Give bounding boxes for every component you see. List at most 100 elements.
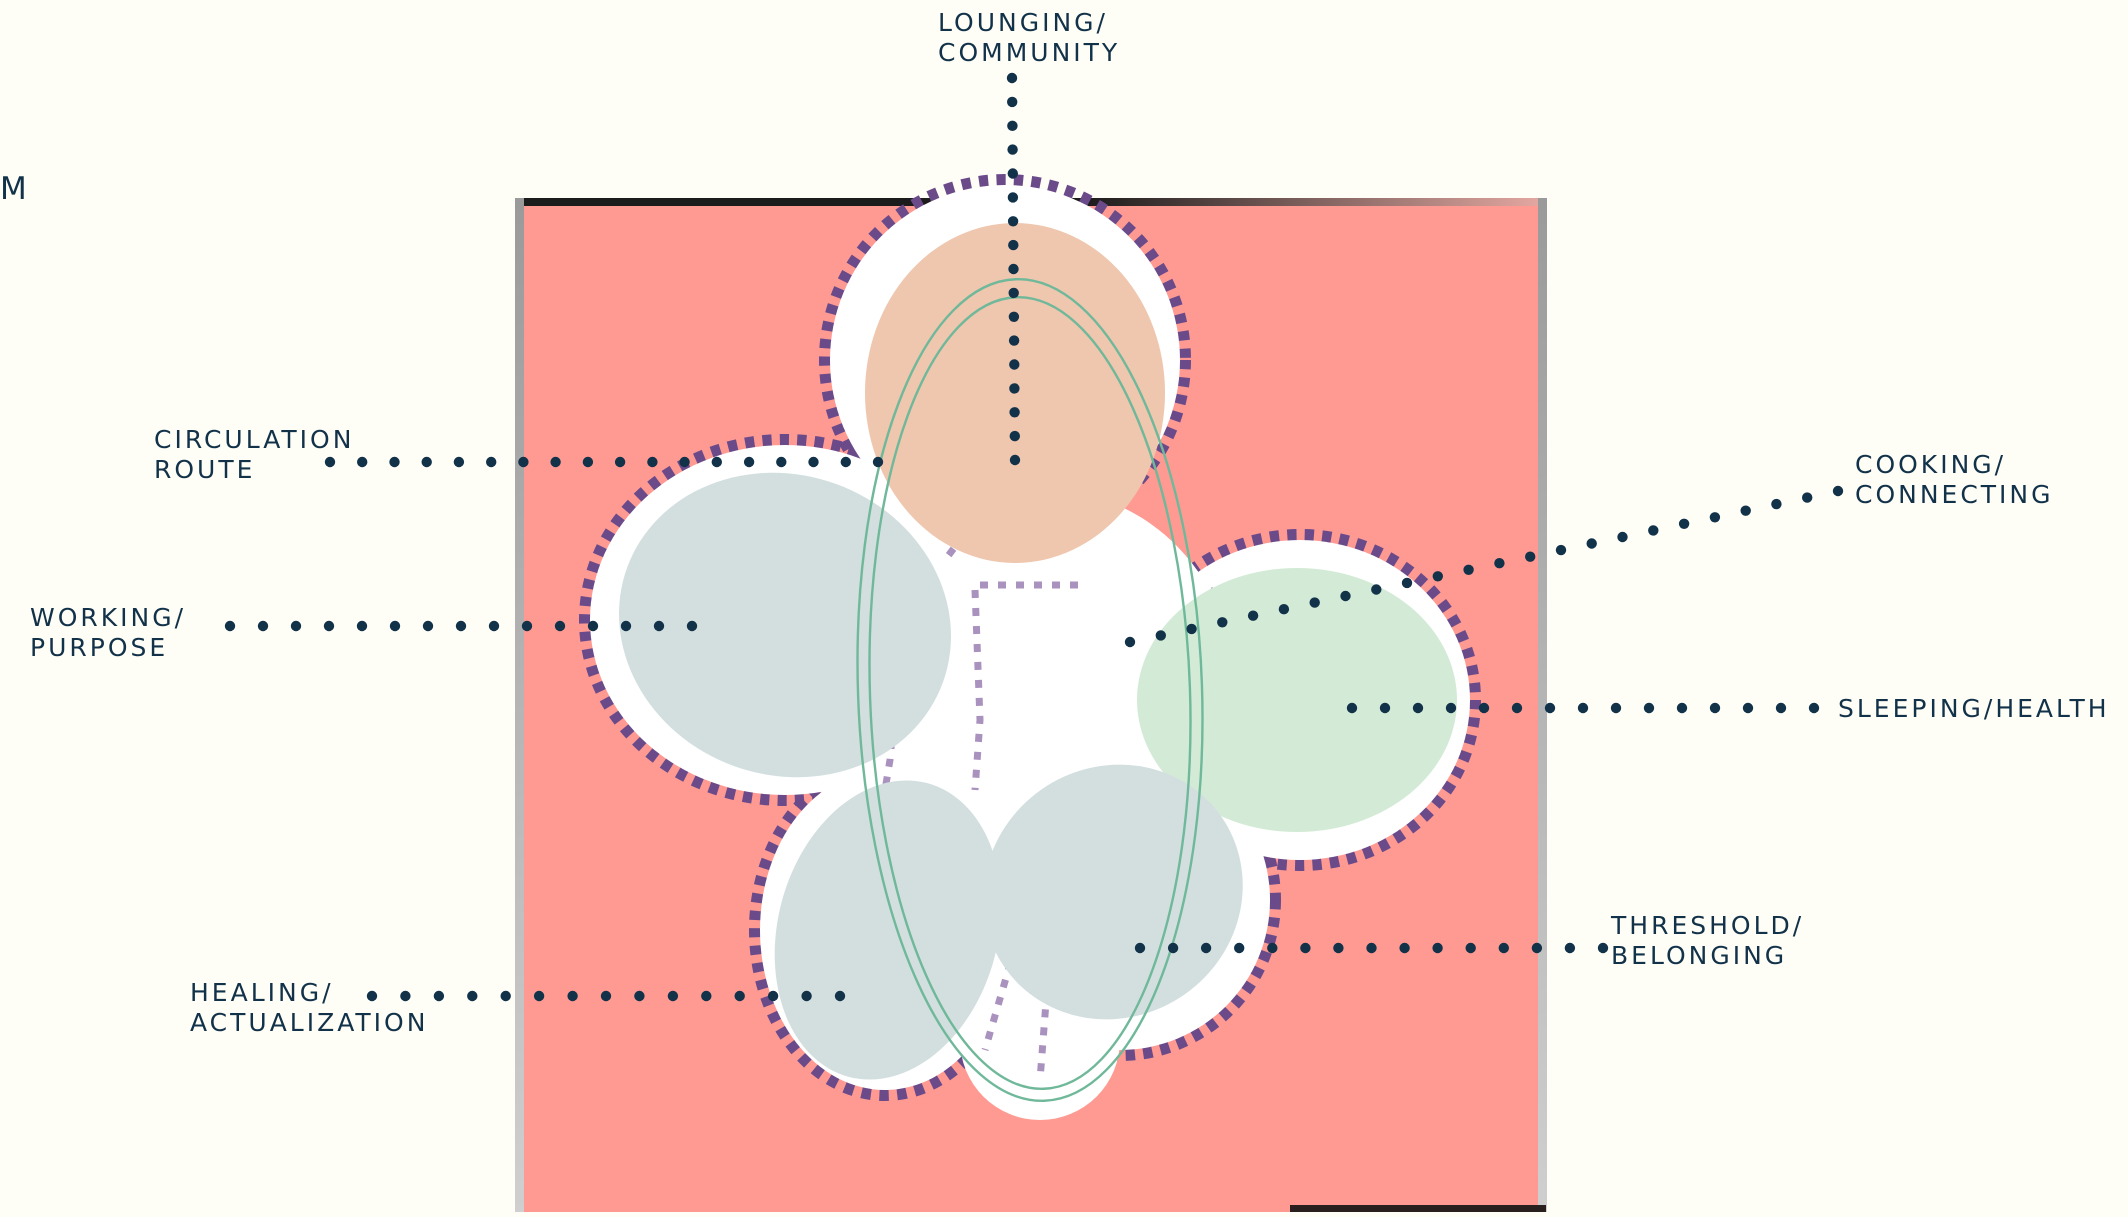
leader-dot: [872, 456, 884, 468]
edge-fragment-label: M: [0, 174, 27, 205]
leader-dot: [1643, 702, 1655, 714]
leader-dot: [1009, 454, 1021, 466]
threshold-label-line1: THRESHOLD/: [1611, 911, 1805, 940]
leader-dot: [1463, 564, 1474, 575]
leader-dot: [467, 990, 478, 1002]
leader-dot: [1234, 942, 1245, 954]
working-purpose-label: WORKING/ PURPOSE: [30, 603, 186, 663]
leader-dot: [1564, 942, 1576, 954]
leader-dot: [582, 456, 594, 468]
leader-dot: [356, 620, 368, 632]
healing-label-line2: ACTUALIZATION: [190, 1008, 429, 1037]
lounging-leader: [1006, 72, 1021, 466]
leader-dot: [486, 456, 497, 468]
leader-dot: [1597, 942, 1609, 954]
leader-dot: [1432, 571, 1444, 582]
leader-dot: [500, 990, 511, 1002]
leader-dot: [488, 620, 500, 632]
leader-dot: [1333, 942, 1344, 954]
leader-dot: [776, 456, 787, 468]
working-purpose-zone: [619, 472, 951, 778]
leader-dot: [422, 620, 434, 632]
leader-lines: [224, 72, 1844, 1002]
leader-dot: [1586, 538, 1597, 549]
leader-dot: [734, 990, 745, 1002]
leader-dot: [1278, 604, 1290, 615]
working-label-line2: PURPOSE: [30, 633, 169, 662]
leader-dot: [1006, 72, 1018, 84]
circulation-label-line1: CIRCULATION: [154, 425, 355, 454]
leader-dot: [701, 990, 712, 1002]
leader-dot: [1155, 630, 1167, 641]
leader-dot: [257, 620, 269, 632]
leader-dot: [521, 620, 533, 632]
leader-dot: [1340, 590, 1351, 602]
leader-dot: [421, 456, 432, 468]
leader-dot: [1742, 702, 1754, 714]
leader-dot: [1247, 610, 1259, 621]
cooking-sleeping-zone: [1137, 568, 1457, 832]
leader-dot: [801, 990, 812, 1002]
leader-dot: [686, 620, 698, 632]
leader-dot: [1300, 942, 1311, 954]
leader-dot: [1309, 597, 1320, 608]
leader-dot: [1009, 383, 1020, 394]
leader-dot: [1648, 525, 1659, 536]
lounging-community-label: LOUNGING/ COMMUNITY: [938, 8, 1120, 68]
leader-dot: [711, 456, 722, 468]
circulation-route-label: CIRCULATION ROUTE: [154, 425, 354, 485]
threshold-belonging-zone: [983, 764, 1243, 1020]
leader-dot: [518, 456, 529, 468]
leader-dot: [1399, 942, 1410, 954]
leader-dot: [1709, 702, 1721, 714]
site-bottom-edge: [1290, 1205, 1546, 1212]
cooking-connecting-label: COOKING/ CONNECTING: [1855, 450, 2054, 510]
site-right-edge: [1538, 198, 1547, 1212]
leader-dot: [1740, 505, 1751, 516]
leader-dot: [1008, 311, 1020, 322]
leader-dot: [455, 620, 467, 632]
working-leader: [224, 620, 698, 632]
leader-dot: [1007, 216, 1019, 227]
leader-dot: [667, 990, 679, 1002]
leader-dot: [808, 456, 819, 468]
threshold-leader: [1134, 942, 1609, 954]
leader-dot: [1167, 942, 1179, 954]
leader-dot: [587, 620, 599, 632]
leader-dot: [533, 990, 545, 1002]
leader-dot: [1494, 558, 1505, 569]
leader-dot: [567, 990, 578, 1002]
threshold-label-line2: BELONGING: [1611, 941, 1788, 970]
leader-dot: [1412, 702, 1424, 714]
leader-dot: [1775, 702, 1787, 714]
leader-dot: [1008, 239, 1019, 251]
circulation-label-line2: ROUTE: [154, 455, 256, 484]
leader-dot: [1617, 531, 1628, 543]
leader-dot: [767, 990, 779, 1002]
leader-dot: [1007, 192, 1019, 203]
leader-dot: [1007, 120, 1018, 131]
leader-dot: [1366, 942, 1377, 954]
leader-dot: [1009, 430, 1020, 442]
working-label-line1: WORKING/: [30, 603, 187, 632]
leader-dot: [1186, 623, 1197, 635]
healing-leader: [366, 990, 846, 1002]
leader-dot: [620, 620, 632, 632]
leader-dot: [614, 456, 626, 468]
leader-dot: [1379, 702, 1391, 714]
leader-dot: [1832, 485, 1844, 497]
leader-dot: [453, 456, 465, 468]
leader-dot: [366, 990, 378, 1002]
leader-dot: [1009, 359, 1020, 370]
sleeping-health-label: SLEEPING/HEALTH: [1838, 694, 2110, 724]
leader-dot: [1555, 544, 1567, 556]
leader-dot: [1445, 702, 1457, 714]
leader-dot: [679, 456, 690, 468]
leader-dot: [1610, 702, 1622, 714]
leader-dot: [1498, 942, 1510, 954]
leader-dot: [550, 456, 561, 468]
leader-dot: [1007, 144, 1018, 155]
leader-dot: [1802, 492, 1813, 503]
